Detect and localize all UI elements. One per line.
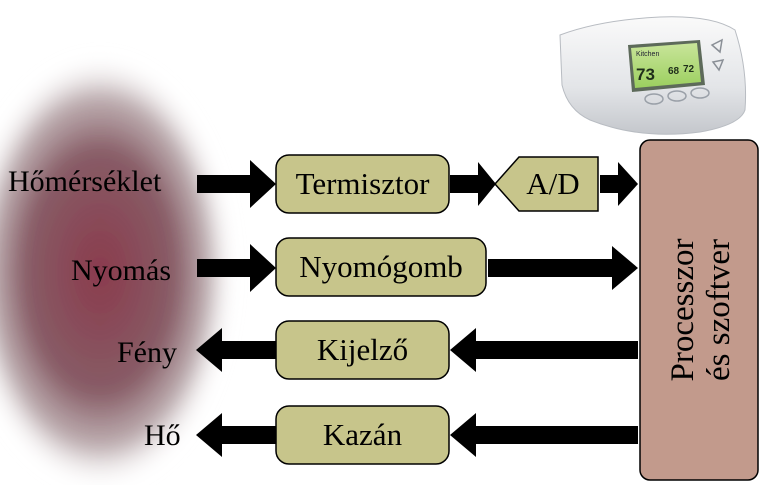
device-button-icon [690,87,710,99]
arrow-temperature-to-thermistor [197,160,276,208]
thermostat-lcd-outdoor: 72 [683,64,695,75]
arrow-furnace-to-heat [196,413,276,457]
arrow-pressure-to-button [197,244,276,292]
arrow-processor-to-furnace [450,413,638,457]
down-arrow-icon [711,58,725,72]
button-block [275,237,487,297]
button-label: Nyomógomb [299,249,463,284]
arrow-display-to-light [196,328,276,372]
arrow-processor-to-display [450,328,638,372]
display-label: Kijelző [317,332,408,367]
processor-label-line2: és szoftver [701,239,737,381]
thermistor-block [275,154,450,214]
adc-label: A/D [526,166,579,201]
processor-block [639,139,759,481]
device-button-icon [667,90,687,102]
thermostat-lcd-title: Kitchen [636,51,659,58]
thermostat-lcd-setpoint: 68 [668,66,680,77]
arrow-thermistor-to-adc [450,162,496,206]
output-label-light: Fény [117,336,177,369]
furnace-block [275,405,450,465]
thermistor-label: Termisztor [296,166,431,201]
display-block [275,320,450,380]
processor-label-line1: Processzor [665,239,701,382]
input-label-pressure: Nyomás [71,254,171,287]
input-label-temperature: Hőmérséklet [8,165,162,198]
thermostat-lcd-temp: 73 [636,65,655,84]
device-button-icon [644,93,664,105]
arrow-adc-to-processor [600,162,638,206]
arrow-button-to-processor [488,246,638,290]
furnace-label: Kazán [323,417,403,452]
output-label-heat: Hő [144,419,181,452]
up-arrow-icon [710,38,723,54]
thermostat-device-image: Kitchen 73 68 72 [559,16,747,135]
adc-block [493,156,599,212]
environment-blob [0,54,235,485]
